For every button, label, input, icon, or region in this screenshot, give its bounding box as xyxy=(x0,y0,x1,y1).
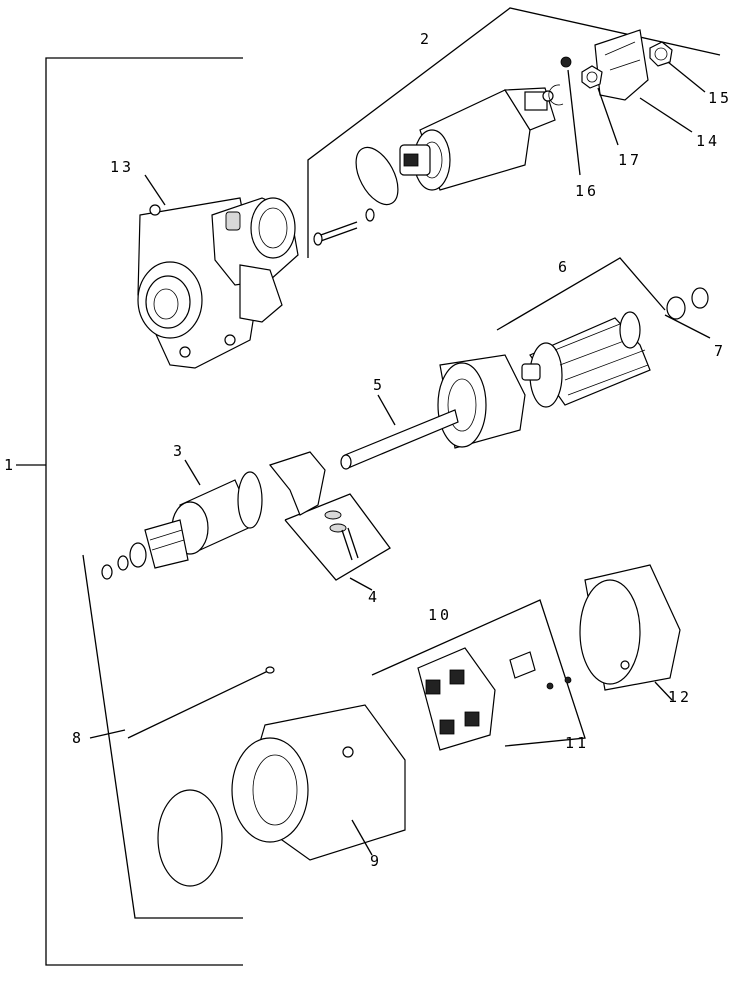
field-frame-housing xyxy=(157,704,406,887)
callout-2: 2 xyxy=(420,30,432,48)
callout-6: 6 xyxy=(558,258,570,276)
assembly-bracket-1 xyxy=(16,57,243,966)
bearing-bracket-7 xyxy=(664,314,711,339)
callout-10: 10 xyxy=(428,606,452,624)
bracket-8 xyxy=(82,554,275,919)
callout-labels: 1 2 3 4 5 6 7 8 9 10 11 12 13 14 15 16 1… xyxy=(4,30,732,870)
callout-14: 14 xyxy=(696,132,720,150)
brush-holder-assembly xyxy=(371,599,586,751)
callout-17: 17 xyxy=(618,151,642,169)
callout-9: 9 xyxy=(370,852,382,870)
callout-16: 16 xyxy=(575,182,599,200)
callout-leaders xyxy=(89,174,673,856)
drive-pinion-clutch xyxy=(101,471,263,580)
drive-end-housing xyxy=(137,197,299,369)
armature xyxy=(496,257,709,408)
callout-7: 7 xyxy=(714,342,726,360)
shaft-assembly xyxy=(340,354,526,470)
callout-4: 4 xyxy=(368,588,380,606)
callout-13: 13 xyxy=(110,158,134,176)
callout-11: 11 xyxy=(565,734,589,752)
shift-fork-assembly xyxy=(268,451,391,581)
callout-5: 5 xyxy=(373,376,385,394)
callout-8: 8 xyxy=(72,729,84,747)
terminal-cover-and-nuts xyxy=(560,29,706,176)
solenoid-assembly xyxy=(307,7,721,258)
callout-1: 1 xyxy=(4,456,16,474)
commutator-end-frame xyxy=(579,564,681,691)
callout-12: 12 xyxy=(668,688,692,706)
callout-3: 3 xyxy=(173,442,185,460)
callout-15: 15 xyxy=(708,89,732,107)
